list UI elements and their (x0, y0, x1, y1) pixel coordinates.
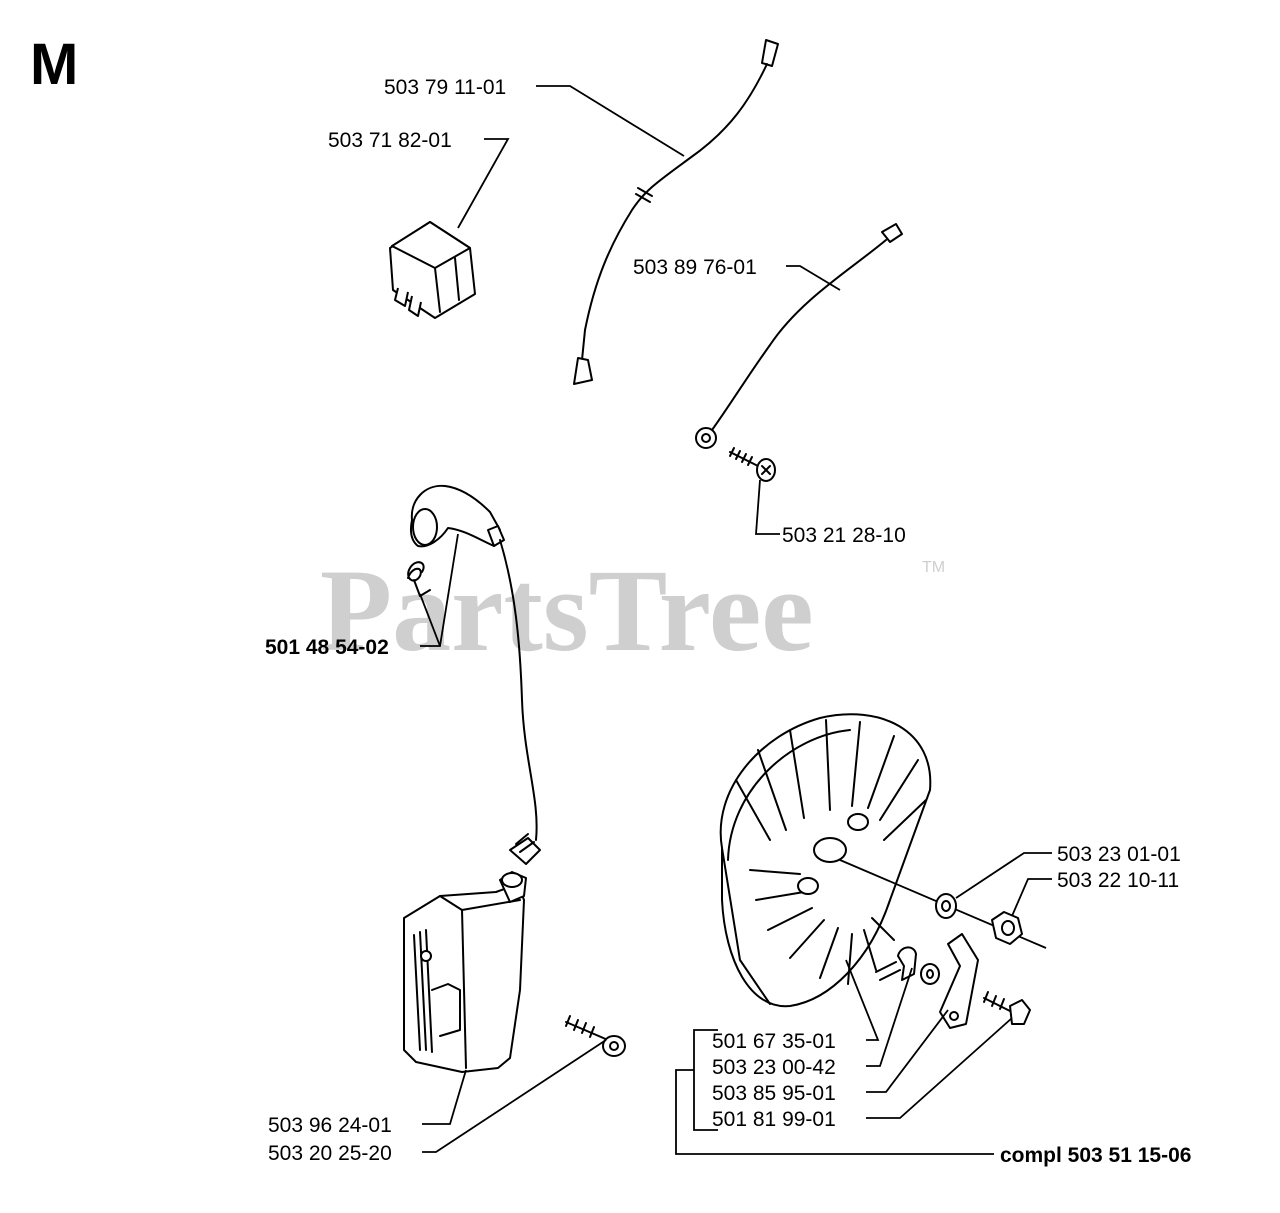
watermark-text: PartsTree (320, 545, 814, 676)
part-label-pawl-screw: 501 81 99-01 (712, 1108, 836, 1131)
washer[interactable] (935, 893, 957, 919)
section-letter: M (30, 32, 78, 97)
short-wire[interactable] (695, 223, 903, 482)
part-label-coil: 503 96 24-01 (268, 1114, 392, 1137)
part-label-coil-screw: 503 20 25-20 (268, 1142, 392, 1165)
part-label-short-wire: 503 89 76-01 (633, 256, 757, 279)
coil-screw[interactable] (565, 1015, 626, 1057)
part-label-washer: 503 23 01-01 (1057, 843, 1181, 866)
part-label-pawl: 503 85 95-01 (712, 1082, 836, 1105)
part-label-key: 501 67 35-01 (712, 1030, 836, 1053)
small-washer[interactable] (920, 963, 940, 985)
part-label-nut: 503 22 10-11 (1057, 869, 1179, 892)
part-label-small-washer: 503 23 00-42 (712, 1056, 836, 1079)
trademark-text: TM (922, 559, 945, 576)
pawl-screw[interactable] (983, 991, 1031, 1025)
nut[interactable] (991, 911, 1023, 945)
ignition-coil[interactable] (403, 833, 541, 1073)
leader-lines (419, 85, 1052, 1155)
part-label-kit: compl 503 51 15-06 (1000, 1144, 1191, 1167)
part-label-spark-cap: 501 48 54-02 (265, 636, 389, 659)
ht-lead (499, 539, 538, 841)
part-label-wire-screw: 503 21 28-10 (782, 524, 906, 547)
long-wire[interactable] (573, 39, 779, 385)
part-label-long-wire: 503 79 11-01 (384, 76, 506, 99)
starter-pawl[interactable] (939, 933, 979, 1029)
flywheel[interactable] (719, 713, 932, 1008)
stop-switch[interactable] (389, 221, 476, 319)
part-label-switch: 503 71 82-01 (328, 129, 452, 152)
